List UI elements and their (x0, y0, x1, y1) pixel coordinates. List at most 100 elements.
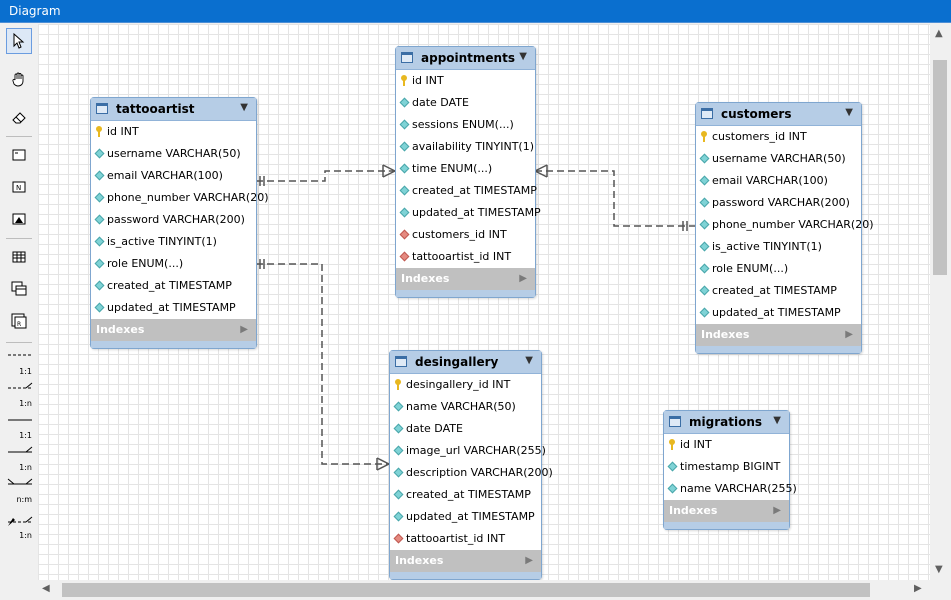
column-row[interactable]: is_active TINYINT(1) (91, 231, 256, 253)
column-row[interactable]: phone_number VARCHAR(20) (696, 214, 874, 236)
expand-arrow-icon[interactable]: ▶ (525, 555, 533, 566)
collapse-arrow-icon[interactable]: ▼ (773, 415, 781, 426)
column-row[interactable]: timestamp BIGINT (664, 456, 789, 478)
column-name: desingallery_id INT (406, 378, 511, 391)
column-name: name VARCHAR(255) (680, 482, 797, 495)
eraser-icon[interactable] (6, 104, 32, 130)
scroll-left-icon[interactable]: ◀ (42, 583, 50, 594)
relation-existing-columns-icon[interactable]: 1:n (6, 514, 34, 540)
note-icon[interactable]: N (6, 174, 32, 200)
vertical-scrollbar[interactable]: ▲ ▼ (930, 24, 951, 580)
column-icon (699, 285, 710, 296)
column-row[interactable]: tattooartist_id INT (396, 246, 535, 268)
collapse-arrow-icon[interactable]: ▼ (525, 355, 533, 366)
column-row[interactable]: password VARCHAR(200) (696, 192, 861, 214)
indexes-section[interactable]: Indexes▶ (390, 550, 541, 572)
layer-icon[interactable] (6, 142, 32, 168)
collapse-arrow-icon[interactable]: ▼ (519, 51, 527, 62)
column-row[interactable]: created_at TIMESTAMP (91, 275, 256, 297)
table-desingallery[interactable]: desingallery ▼ desingallery_id INT name V… (389, 350, 553, 580)
column-row[interactable]: date DATE (390, 418, 541, 440)
indexes-section[interactable]: Indexes▶ (664, 500, 789, 522)
expand-arrow-icon[interactable]: ▶ (773, 505, 781, 516)
column-row[interactable]: image_url VARCHAR(255) (390, 440, 546, 462)
column-row[interactable]: id INT (396, 70, 535, 92)
column-row[interactable]: created_at TIMESTAMP (396, 180, 537, 202)
relation-n-m-icon[interactable]: n:m (6, 478, 34, 504)
image-icon[interactable] (6, 206, 32, 232)
indexes-label: Indexes (96, 323, 145, 336)
column-row[interactable]: sessions ENUM(...) (396, 114, 535, 136)
column-row[interactable]: description VARCHAR(200) (390, 462, 553, 484)
column-icon (699, 219, 710, 230)
view-icon[interactable] (6, 276, 32, 302)
indexes-section[interactable]: Indexes ▶ (91, 319, 256, 341)
column-row[interactable]: password VARCHAR(200) (91, 209, 256, 231)
column-row[interactable]: id INT (91, 121, 256, 143)
column-row[interactable]: created_at TIMESTAMP (696, 280, 861, 302)
column-row[interactable]: role ENUM(...) (696, 258, 861, 280)
column-row[interactable]: email VARCHAR(100) (696, 170, 861, 192)
table-icon[interactable] (6, 244, 32, 270)
pointer-icon[interactable] (6, 28, 32, 54)
column-icon (399, 141, 410, 152)
scroll-right-icon[interactable]: ▶ (914, 583, 922, 594)
column-row[interactable]: availability TINYINT(1) (396, 136, 535, 158)
horizontal-scrollbar[interactable]: ◀ ▶ (38, 580, 930, 600)
column-row[interactable]: role ENUM(...) (91, 253, 256, 275)
column-row[interactable]: name VARCHAR(50) (390, 396, 541, 418)
column-row[interactable]: id INT (664, 434, 789, 456)
column-row[interactable]: phone_number VARCHAR(20) (91, 187, 269, 209)
column-row[interactable]: updated_at TIMESTAMP (696, 302, 861, 324)
expand-arrow-icon[interactable]: ▶ (519, 273, 527, 284)
indexes-section[interactable]: Indexes▶ (396, 268, 535, 290)
column-row[interactable]: time ENUM(...) (396, 158, 535, 180)
indexes-section[interactable]: Indexes▶ (696, 324, 861, 346)
horizontal-scroll-thumb[interactable] (62, 583, 870, 597)
table-icon (701, 108, 713, 119)
column-icon (393, 511, 404, 522)
diagram-toolbar: N R 1:1 1:n 1:1 1:n n:m 1:n (0, 24, 38, 600)
column-row[interactable]: name VARCHAR(255) (664, 478, 797, 500)
column-icon (399, 119, 410, 130)
table-header[interactable]: tattooartist ▼ (91, 98, 256, 121)
column-row[interactable]: customers_id INT (696, 126, 861, 148)
collapse-arrow-icon[interactable]: ▼ (845, 107, 853, 118)
scroll-up-icon[interactable]: ▲ (935, 28, 943, 39)
relation-1-1-non-identifying-icon[interactable]: 1:1 (6, 350, 34, 376)
column-row[interactable]: customers_id INT (396, 224, 535, 246)
column-row[interactable]: date DATE (396, 92, 535, 114)
column-row[interactable]: email VARCHAR(100) (91, 165, 256, 187)
column-row[interactable]: created_at TIMESTAMP (390, 484, 541, 506)
table-header[interactable]: migrations ▼ (664, 411, 789, 434)
expand-arrow-icon[interactable]: ▶ (240, 324, 248, 335)
hand-icon[interactable] (6, 66, 32, 92)
routine-group-icon[interactable]: R (6, 308, 32, 334)
relation-1-n-identifying-icon[interactable]: 1:n (6, 446, 34, 472)
expand-arrow-icon[interactable]: ▶ (845, 329, 853, 340)
column-row[interactable]: username VARCHAR(50) (696, 148, 861, 170)
column-icon (94, 258, 105, 269)
scroll-down-icon[interactable]: ▼ (935, 564, 943, 575)
collapse-arrow-icon[interactable]: ▼ (240, 102, 248, 113)
relation-1-n-non-identifying-icon[interactable]: 1:n (6, 382, 34, 408)
vertical-scroll-thumb[interactable] (933, 60, 947, 275)
column-row[interactable]: desingallery_id INT (390, 374, 541, 396)
column-name: phone_number VARCHAR(20) (107, 191, 269, 204)
column-row[interactable]: updated_at TIMESTAMP (91, 297, 256, 319)
table-header[interactable]: appointments ▼ (396, 47, 535, 70)
table-header[interactable]: customers ▼ (696, 103, 861, 126)
column-row[interactable]: is_active TINYINT(1) (696, 236, 861, 258)
relation-1-1-identifying-icon[interactable]: 1:1 (6, 414, 34, 440)
column-row[interactable]: username VARCHAR(50) (91, 143, 256, 165)
column-row[interactable]: tattooartist_id INT (390, 528, 541, 550)
column-row[interactable]: updated_at TIMESTAMP (396, 202, 541, 224)
table-header[interactable]: desingallery ▼ (390, 351, 541, 374)
column-row[interactable]: updated_at TIMESTAMP (390, 506, 541, 528)
